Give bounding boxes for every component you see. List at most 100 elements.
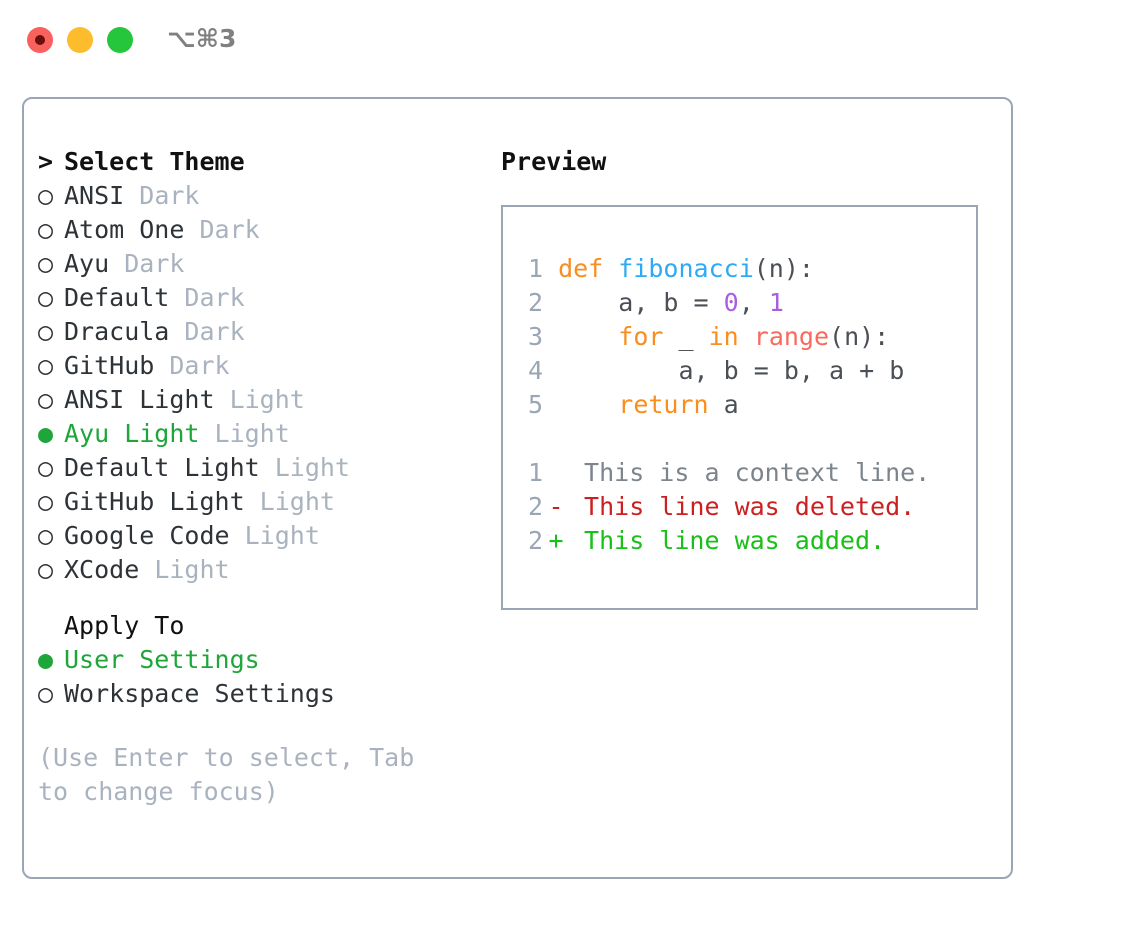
theme-option-default-light[interactable]: ○Default Light Light — [38, 451, 478, 485]
diff-marker-icon: + — [548, 526, 564, 555]
diff-sample-lines: 1 This is a context line.2- This line wa… — [511, 456, 976, 558]
maximize-window-button[interactable] — [107, 27, 133, 53]
radio-unselected-icon: ○ — [38, 521, 54, 550]
theme-variant-badge: Dark — [169, 351, 230, 380]
title-bar: ⌥⌘3 — [0, 0, 1140, 78]
code-line: 3 for _ in range(n): — [511, 320, 976, 354]
code-token: fibonacci — [618, 254, 754, 283]
gutter-gap — [543, 390, 558, 419]
line-number: 5 — [527, 390, 543, 419]
radio-unselected-icon: ○ — [38, 351, 54, 380]
diff-line-text: This line was deleted. — [569, 492, 916, 521]
theme-option-github[interactable]: ○ GitHub Dark — [38, 349, 478, 383]
theme-variant-badge: Light — [244, 521, 320, 550]
diff-marker-icon — [543, 456, 569, 490]
selection-caret-icon: > — [38, 147, 54, 176]
code-line: 1 def fibonacci(n): — [511, 252, 976, 286]
diff-line-add: 2+ This line was added. — [511, 524, 976, 558]
code-token: a, b = b, a + b — [558, 356, 905, 385]
theme-option-label: XCode — [64, 555, 155, 584]
theme-option-label: Google Code — [64, 521, 245, 550]
radio-unselected-icon: ○ — [38, 283, 54, 312]
gutter-gap — [543, 254, 558, 283]
theme-option-ansi-light[interactable]: ○ANSI Light Light — [38, 383, 478, 417]
radio-unselected-icon: ○ — [38, 385, 54, 414]
radio-selected-icon: ● — [38, 645, 54, 674]
theme-variant-badge: Dark — [184, 317, 245, 346]
diff-marker-icon: - — [548, 492, 564, 521]
code-token: 1 — [768, 288, 784, 317]
theme-option-ansi[interactable]: ○ANSI Dark — [38, 179, 478, 213]
theme-variant-badge: Light — [259, 487, 335, 516]
theme-option-label: Dracula — [64, 317, 185, 346]
apply-to-option-label: User Settings — [64, 645, 260, 674]
apply-to-option-list: ● User Settings ○Workspace Settings — [38, 643, 478, 711]
code-token: return — [618, 390, 709, 419]
code-line: 5 return a — [511, 388, 976, 422]
code-token: _ — [663, 322, 709, 351]
theme-variant-badge: Dark — [124, 249, 185, 278]
radio-unselected-icon: ○ — [38, 555, 54, 584]
line-number: 2 — [527, 288, 543, 317]
theme-option-label: Default Light — [64, 453, 275, 482]
theme-option-ayu-light[interactable]: ●Ayu Light Light — [38, 417, 478, 451]
code-token: (n): — [829, 322, 890, 351]
line-number: 1 — [527, 458, 543, 487]
code-token: , — [738, 288, 769, 317]
close-window-button[interactable] — [27, 27, 53, 53]
theme-option-label: GitHub — [64, 351, 170, 380]
theme-variant-badge: Dark — [199, 215, 260, 244]
preview-heading: Preview — [501, 147, 607, 176]
theme-variant-badge: Light — [154, 555, 230, 584]
radio-unselected-icon: ○ — [38, 487, 54, 516]
radio-selected-icon: ● — [38, 419, 54, 448]
theme-variant-badge: Dark — [184, 283, 245, 312]
radio-unselected-icon: ○ — [38, 679, 54, 708]
theme-option-default[interactable]: ○Default Dark — [38, 281, 478, 315]
diff-line-text: This line was added. — [569, 526, 886, 555]
line-number: 2 — [527, 492, 543, 521]
apply-to-heading: Apply To — [64, 611, 185, 640]
radio-unselected-icon: ○ — [38, 249, 54, 278]
theme-option-google-code[interactable]: ○ Google Code Light — [38, 519, 478, 553]
code-token: def — [558, 254, 619, 283]
theme-option-list: ○ANSI Dark○Atom One Dark○Ayu Dark○Defaul… — [38, 179, 478, 587]
gutter-gap — [543, 288, 558, 317]
apply-to-option-user-settings[interactable]: ● User Settings — [38, 643, 478, 677]
theme-option-label: GitHub Light — [64, 487, 260, 516]
theme-option-ayu[interactable]: ○Ayu Dark — [38, 247, 478, 281]
theme-option-label: Atom One — [64, 215, 200, 244]
theme-variant-badge: Dark — [139, 181, 200, 210]
theme-option-label: ANSI Light — [64, 385, 230, 414]
code-token: in — [708, 322, 739, 351]
theme-option-label: Ayu Light — [64, 419, 215, 448]
apply-to-option-workspace-settings[interactable]: ○Workspace Settings — [38, 677, 478, 711]
gutter-gap — [543, 356, 558, 385]
code-token: range — [753, 322, 830, 351]
theme-option-github-light[interactable]: ○ GitHub Light Light — [38, 485, 478, 519]
main-panel: >Select Theme ○ANSI Dark○Atom One Dark○A… — [22, 97, 1013, 879]
keyboard-shortcut-label: ⌥⌘3 — [167, 24, 237, 53]
theme-selector-column: >Select Theme ○ANSI Dark○Atom One Dark○A… — [38, 145, 478, 809]
code-token: 0 — [723, 288, 739, 317]
line-number: 1 — [527, 254, 543, 283]
code-line: 4 a, b = b, a + b — [511, 354, 976, 388]
radio-unselected-icon: ○ — [38, 181, 54, 210]
diff-line-ctx: 1 This is a context line. — [511, 456, 976, 490]
line-number: 4 — [527, 356, 543, 385]
minimize-window-button[interactable] — [67, 27, 93, 53]
code-spacer — [511, 422, 976, 456]
diff-line-text: This is a context line. — [569, 458, 931, 487]
theme-variant-badge: Light — [274, 453, 350, 482]
radio-unselected-icon: ○ — [38, 215, 54, 244]
theme-option-atom-one[interactable]: ○ Atom One Dark — [38, 213, 478, 247]
code-token: a, b = — [558, 288, 724, 317]
theme-option-dracula[interactable]: ○Dracula Dark — [38, 315, 478, 349]
preview-column: Preview 1 def fibonacci(n):2 a, b = 0, 1… — [501, 145, 1001, 610]
code-token: for — [618, 322, 664, 351]
line-number: 2 — [527, 526, 543, 555]
theme-option-xcode[interactable]: ○ XCode Light — [38, 553, 478, 587]
apply-to-section: Apply To ● User Settings ○Workspace Settin… — [38, 609, 478, 711]
